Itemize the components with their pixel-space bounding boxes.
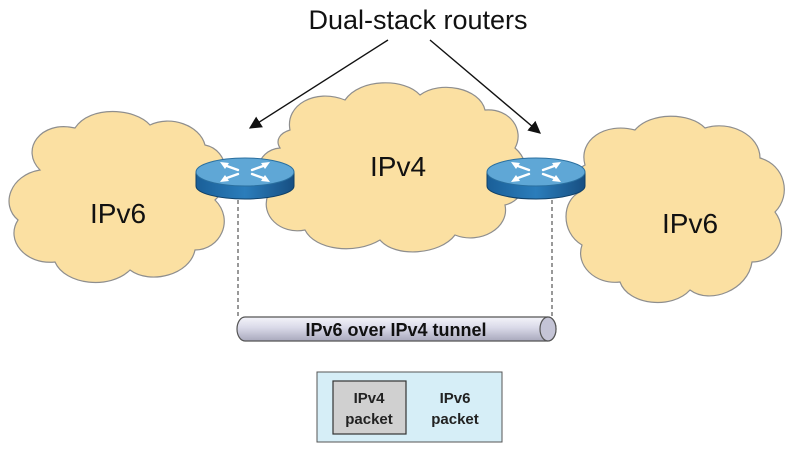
- ipv4-label: IPv4: [370, 151, 426, 182]
- ipv4-packet-label-line2: packet: [345, 411, 393, 428]
- ipv6-cloud-right: IPv6: [565, 115, 785, 304]
- ipv6-packet-label-line2: packet: [431, 411, 479, 428]
- arrow-to-left-router: [248, 39, 389, 129]
- diagram-title: Dual-stack routers: [308, 5, 527, 35]
- ipv6-left-label: IPv6: [90, 198, 146, 229]
- ipv4-packet-box: [332, 380, 407, 435]
- arrow-to-right-router: [429, 39, 541, 134]
- ipv6-right-label: IPv6: [662, 208, 718, 239]
- ipv6-packet-label-line1: IPv6: [440, 390, 471, 407]
- router-icon: [195, 157, 295, 200]
- ipv6-over-ipv4-tunnel: IPv6 over IPv4 tunnel: [236, 316, 557, 342]
- ipv4-packet-label-line1: IPv4: [354, 390, 386, 407]
- packet-encapsulation: IPv4 packet IPv6 packet: [316, 371, 503, 443]
- tunnel-label: IPv6 over IPv4 tunnel: [305, 320, 486, 340]
- ipv4-cloud-center: IPv4: [256, 82, 528, 253]
- ipv6-cloud-left: IPv6: [8, 110, 227, 284]
- router-icon: [486, 157, 586, 200]
